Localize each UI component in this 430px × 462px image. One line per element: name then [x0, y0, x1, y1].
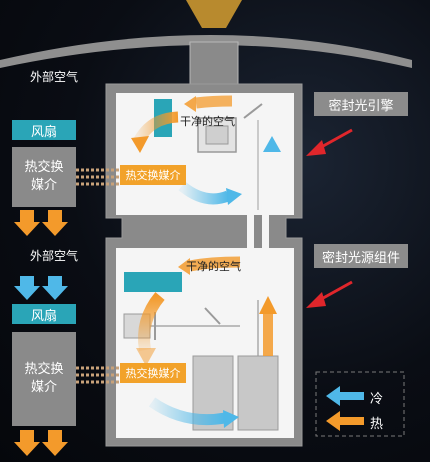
heat-exchanger-top: 热交换媒介: [12, 147, 76, 207]
callout-arrow-light-source: [306, 280, 353, 308]
lens-housing: [189, 41, 239, 85]
heat-pipes-lower: [76, 366, 120, 384]
cold-arc-lower: [148, 397, 226, 426]
hot-arrow-clean-lower: [188, 256, 241, 272]
legend-hot-label: 热: [370, 417, 384, 432]
lower-internal-fan: [124, 272, 182, 292]
heat-pipes-upper: [76, 168, 120, 186]
cold-arc-upper: [178, 181, 231, 205]
imaging-unit-upper: [197, 103, 263, 210]
medium-bottom: 热交换媒介: [120, 363, 186, 383]
hot-arrow-clean-upper: [195, 95, 233, 109]
fan-bottom: 风扇: [12, 304, 76, 324]
hot-arc-lower: [138, 292, 165, 351]
callout-arrow-engine: [306, 128, 353, 156]
sealed-engine-label: 密封光引擎: [314, 92, 408, 116]
lamp-module-right: [237, 355, 279, 431]
legend-cold-arrow: [326, 386, 364, 406]
lens-shape: [186, 0, 242, 28]
legend-hot-arrow: [326, 411, 364, 431]
hot-exhaust-arrows-top: [14, 210, 68, 236]
clean-air-bottom-label: 干净的空气: [186, 260, 241, 273]
legend-box: [315, 371, 405, 437]
clean-air-top-label: 干净的空气: [180, 115, 235, 128]
legend-cold-label: 冷: [370, 392, 384, 407]
hot-exhaust-arrows-bottom: [14, 430, 68, 456]
sealed-light-source-label: 密封光源组件: [314, 244, 408, 268]
outside-air-top-label: 外部空气: [30, 70, 79, 84]
duct-right-channel: [262, 213, 269, 250]
top-arc-plate: [0, 35, 412, 68]
outside-air-mid-label: 外部空气: [30, 249, 79, 263]
cold-intake-arrows: [14, 276, 68, 300]
fan-top: 风扇: [12, 120, 76, 140]
heat-exchanger-bottom: 热交换媒介: [12, 332, 76, 426]
medium-top: 热交换媒介: [120, 165, 186, 185]
duct-left-channel: [247, 213, 254, 250]
